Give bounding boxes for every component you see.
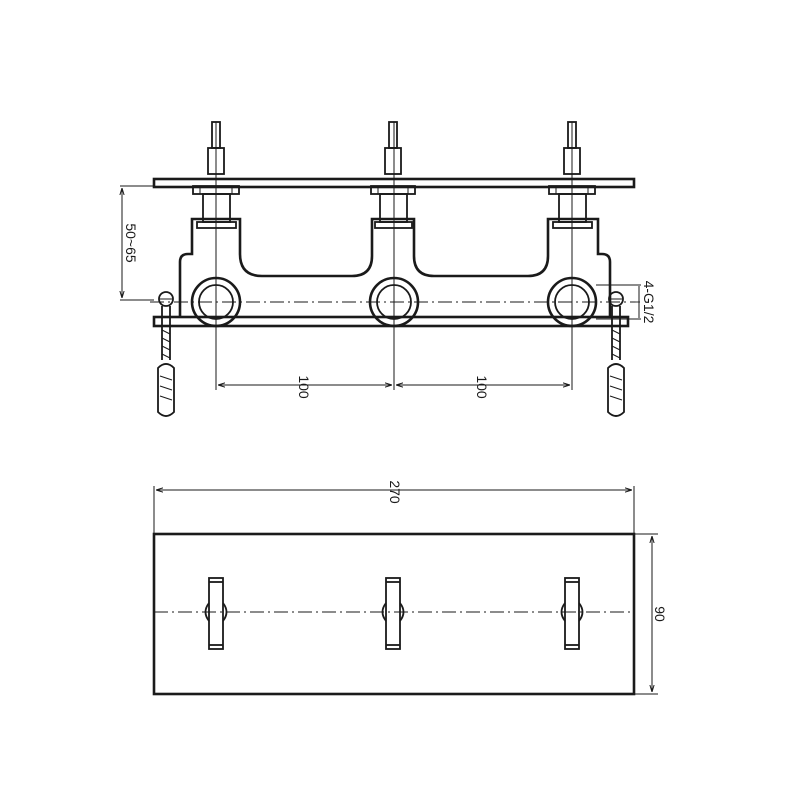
dim-depth-label: 50~65 [123, 223, 139, 263]
valve-body [178, 217, 612, 317]
dim-connection-label: 4-G1/2 [641, 281, 657, 324]
dim-spacing-right-label: 100 [474, 375, 490, 399]
front-plate [152, 532, 636, 696]
handle-right [560, 577, 584, 650]
dimension-connection: 4-G1/2 [596, 281, 657, 324]
handle-middle [381, 577, 405, 650]
front-view: 270 90 [152, 480, 668, 696]
dim-height-label: 90 [652, 606, 668, 622]
wall-anchor-right [607, 291, 625, 417]
wall-anchor-left [157, 291, 175, 417]
dimension-depth: 50~65 [120, 185, 154, 301]
valve-cartridge-middle [370, 121, 416, 229]
side-view: 50~65 100 100 4-G1/2 [120, 121, 657, 417]
dimension-height: 90 [634, 533, 668, 695]
dimension-width: 270 [153, 480, 635, 534]
dimension-spacing: 100 100 [218, 375, 570, 399]
handle-left [204, 577, 228, 650]
dim-spacing-left-label: 100 [296, 375, 312, 399]
dim-width-label: 270 [387, 480, 403, 504]
